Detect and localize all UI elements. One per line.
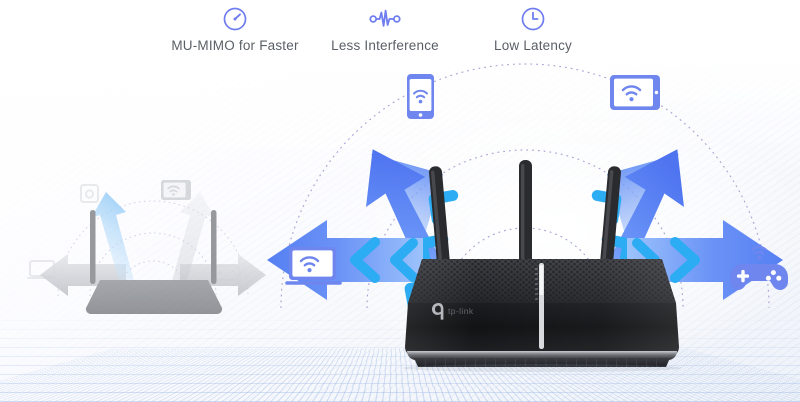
feature-less-interference: Less Interference [285,4,485,53]
ghost-device-tablet-wifi-icon [161,180,191,200]
device-gamepad-wifi-icon [730,245,788,290]
signal-arc-middle [366,149,684,309]
chevron-icon [670,237,700,283]
router-led-ticks [535,268,538,300]
feature-low-latency: Low Latency [433,4,633,53]
ghost-device-camera-icon [80,184,99,203]
chevron-group-arrow-left [350,237,418,283]
feature-label: MU-MIMO for Faster [171,38,299,53]
feature-label: Less Interference [331,38,439,53]
tp-link-logo: tp-link [432,303,474,320]
ghost-router-illustration [27,168,278,318]
chevron-icon [350,237,380,283]
signal-arc-group [280,63,770,309]
tp-link-wordmark: tp-link [448,306,474,316]
ghost-antenna-left [90,210,96,284]
waveform-icon [285,4,485,34]
feature-label: Low Latency [494,38,572,53]
device-smartphone-wifi-icon [407,74,434,119]
device-tablet-wifi-icon [610,75,660,110]
beam-arrow-up-left [366,149,486,297]
ghost-router-body [85,280,223,315]
beam-arrow-up-right [564,149,684,297]
device-laptop-wifi-icon [285,247,342,285]
feature-mu-mimo: MU-MIMO for Faster [135,4,335,53]
speedometer-icon [135,4,335,34]
signal-arc-outer [280,63,770,309]
ghost-antenna-right [211,210,217,284]
ghost-beam-left [91,192,134,284]
chevron-icon [390,238,418,282]
ghost-beam-right [172,192,215,284]
router-device: tp-link [396,255,688,372]
feature-list: MU-MIMO for Faster Less Interference Low… [0,4,800,64]
clock-icon [433,4,633,34]
router-base-trim [407,351,677,360]
router-shadow [402,364,682,372]
